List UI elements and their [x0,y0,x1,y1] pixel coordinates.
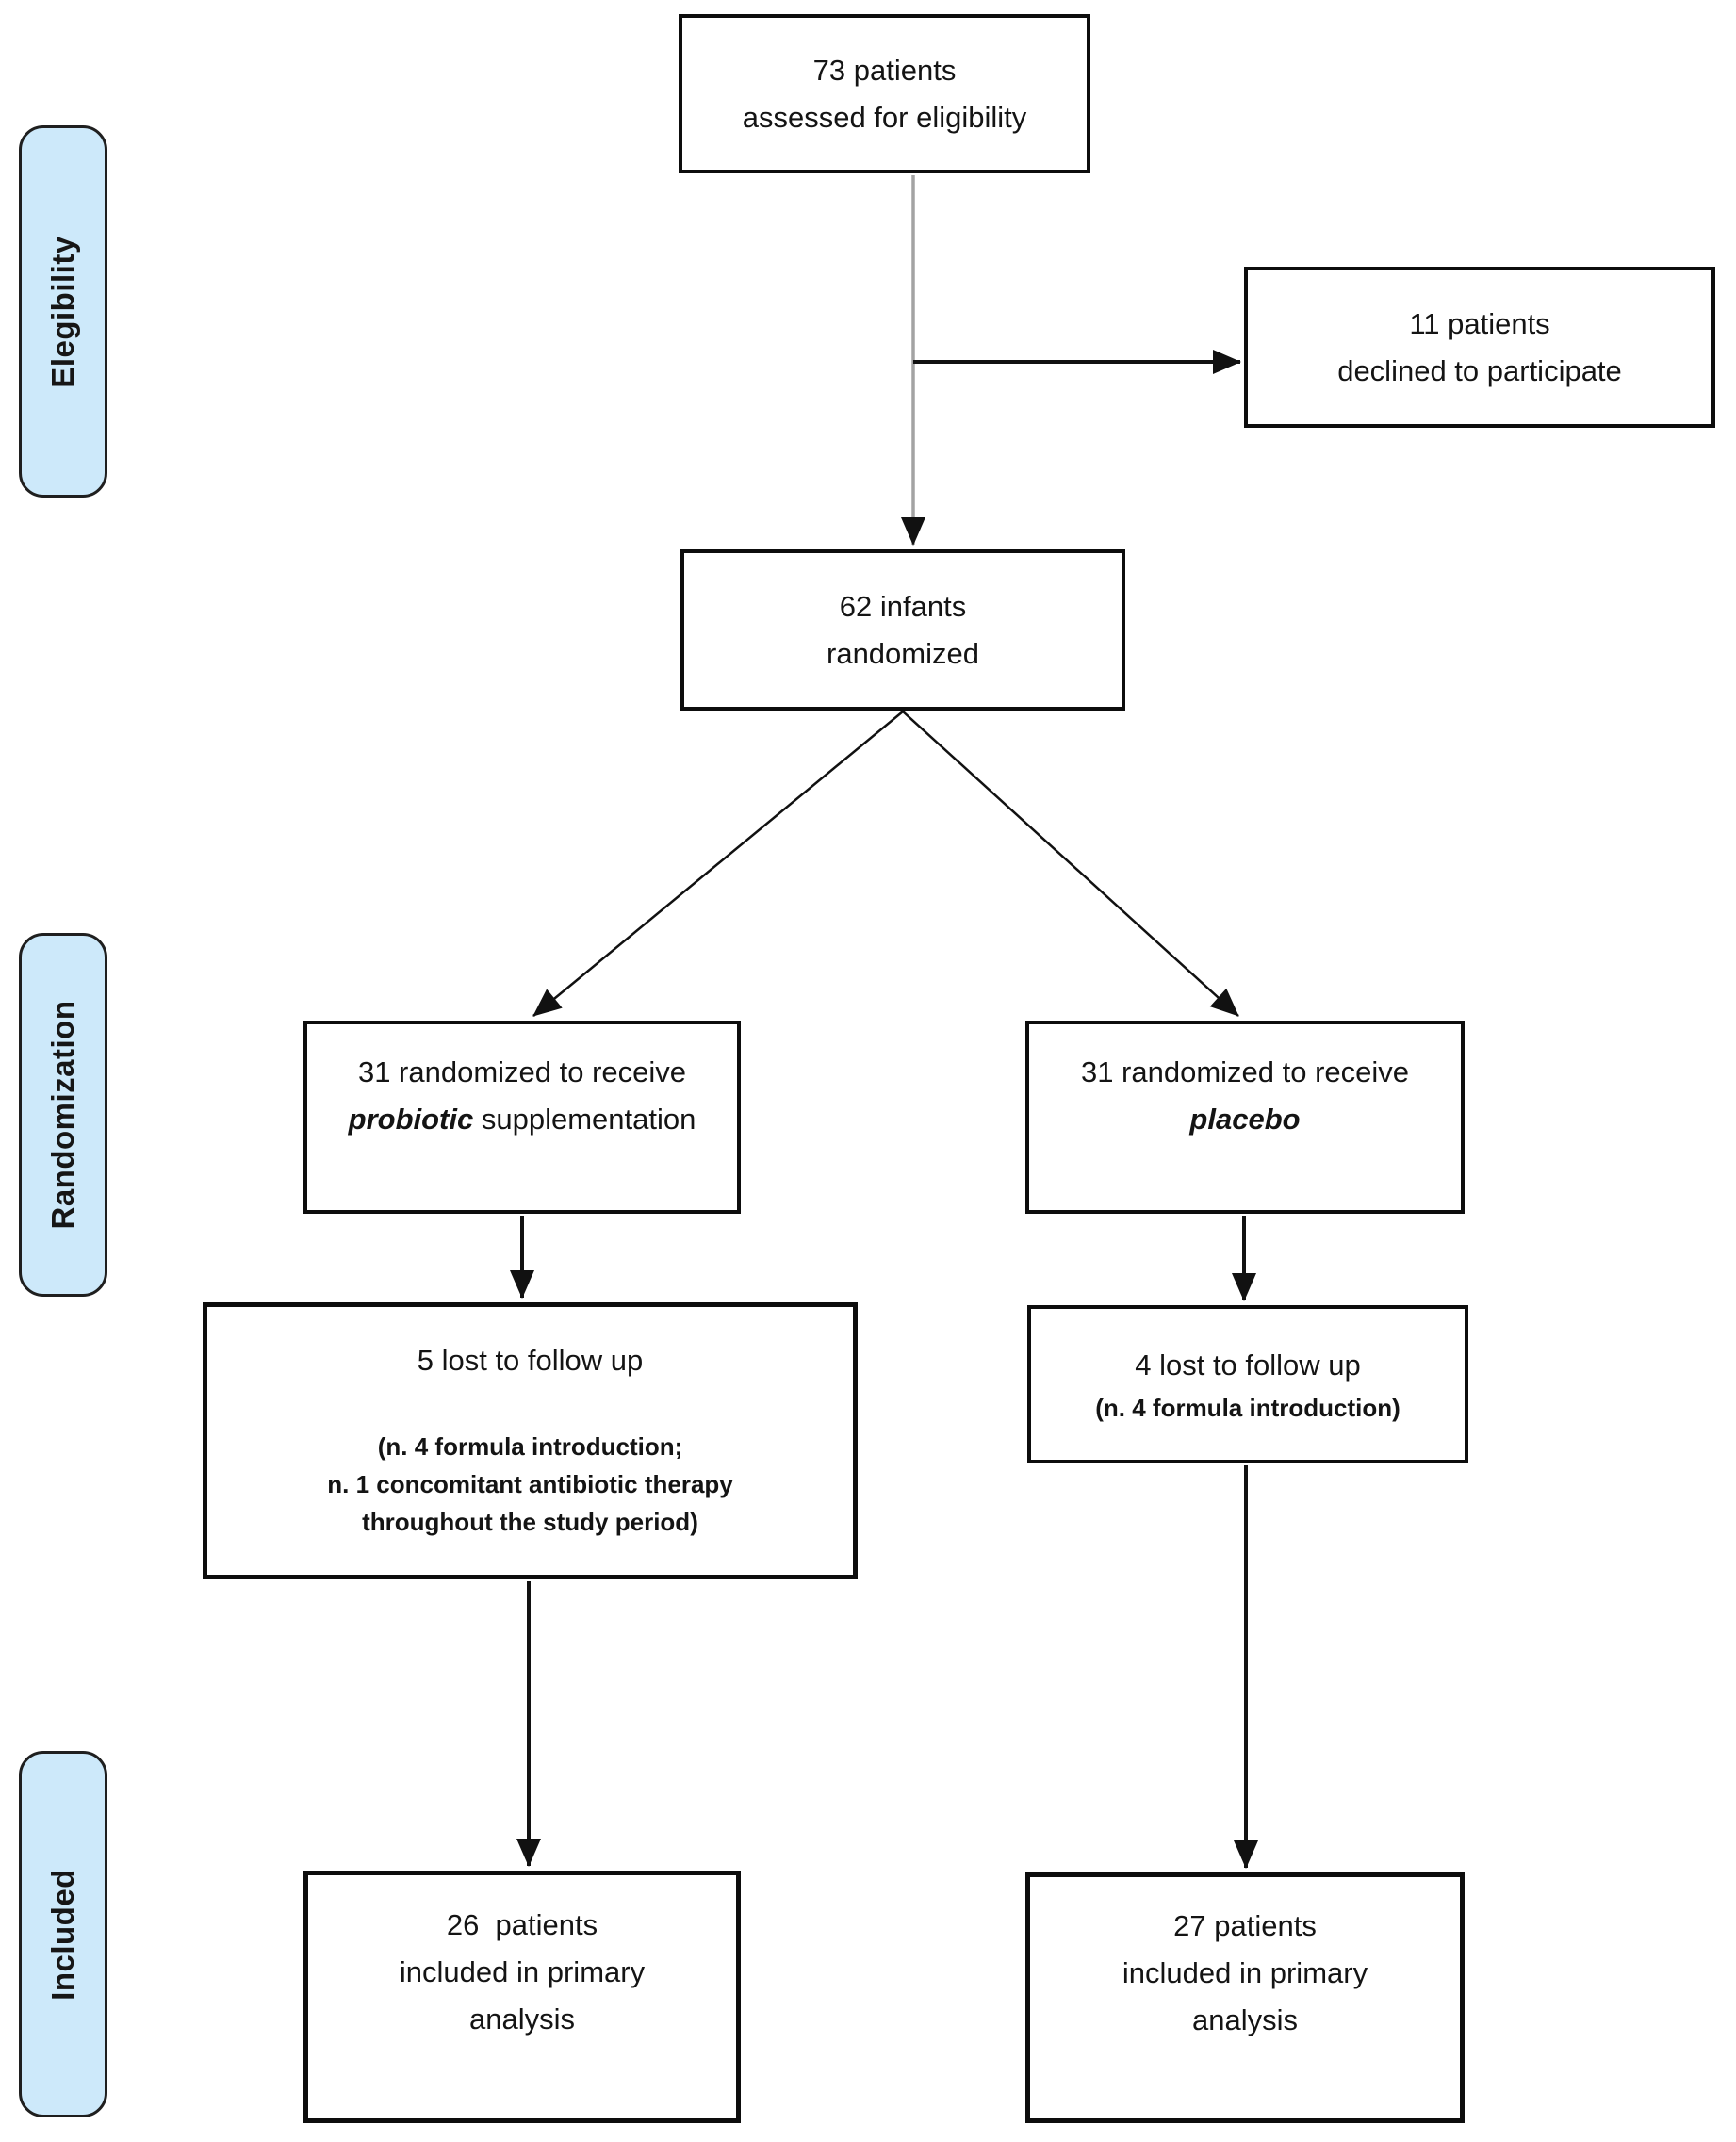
lost-probiotic-note-line1: (n. 4 formula introduction; [377,1432,683,1461]
lost-probiotic-note-line3: throughout the study period) [362,1508,698,1536]
stage-label-included-text: Included [45,1868,80,2001]
box-placebo-arm-line2: placebo [1189,1096,1300,1143]
box-lost-probiotic-note: (n. 4 formula introduction; n. 1 concomi… [327,1428,733,1541]
box-lost-placebo-note: (n. 4 formula introduction) [1095,1389,1400,1427]
box-probiotic-arm: 31 randomized to receive probiotic suppl… [303,1021,741,1214]
box-placebo-arm-line1: 31 randomized to receive [1080,1055,1410,1088]
lost-placebo-note-line1: (n. 4 formula introduction) [1095,1394,1400,1422]
stage-label-randomization-text: Randomization [45,1000,80,1230]
stage-label-included: Included [19,1751,107,2117]
box-analyzed-probiotic-line3: analysis [469,2003,575,2036]
arrow-randomized-to-placebo [902,711,1239,1017]
probiotic-line2-rest: supplementation [473,1103,696,1136]
box-lost-placebo: 4 lost to follow up (n. 4 formula introd… [1027,1305,1468,1463]
arrow-randomized-to-probiotic [532,711,904,1017]
box-declined-line1: 11 patients [1409,306,1550,340]
stage-label-eligibility-text: Elegibility [45,235,80,388]
box-assessed: 73 patients assessed for eligibility [679,14,1090,173]
box-lost-probiotic: 5 lost to follow up (n. 4 formula introd… [203,1302,858,1579]
box-analyzed-probiotic-line1: 26 patients [446,1908,598,1941]
box-declined: 11 patients declined to participate [1244,267,1715,428]
box-randomized-line1: 62 infants [839,589,967,623]
box-analyzed-placebo-line1: 27 patients [1173,1909,1317,1942]
box-lost-probiotic-line1: 5 lost to follow up [417,1344,644,1377]
box-assessed-line1: 73 patients [812,53,957,87]
box-analyzed-placebo-line2: included in primary [1122,1956,1368,1989]
box-assessed-line2: assessed for eligibility [742,100,1027,134]
probiotic-italic-word: probiotic [348,1103,474,1136]
box-analyzed-probiotic-line2: included in primary [399,1955,646,1988]
box-probiotic-arm-line2: probiotic supplementation [349,1096,696,1143]
box-analyzed-placebo-line3: analysis [1192,2003,1298,2036]
box-analyzed-placebo: 27 patients included in primary analysis [1025,1872,1465,2123]
box-analyzed-probiotic: 26 patients included in primary analysis [303,1871,741,2123]
stage-label-eligibility: Elegibility [19,125,107,498]
box-declined-line2: declined to participate [1337,353,1622,387]
box-placebo-arm: 31 randomized to receive placebo [1025,1021,1465,1214]
lost-probiotic-note-line2: n. 1 concomitant antibiotic therapy [327,1470,733,1498]
stage-label-randomization: Randomization [19,933,107,1297]
box-lost-placebo-line1: 4 lost to follow up [1135,1349,1361,1382]
box-randomized-line2: randomized [827,636,979,670]
placebo-italic-word: placebo [1189,1103,1301,1136]
box-probiotic-arm-line1: 31 randomized to receive [357,1055,687,1088]
box-randomized: 62 infants randomized [680,549,1125,711]
